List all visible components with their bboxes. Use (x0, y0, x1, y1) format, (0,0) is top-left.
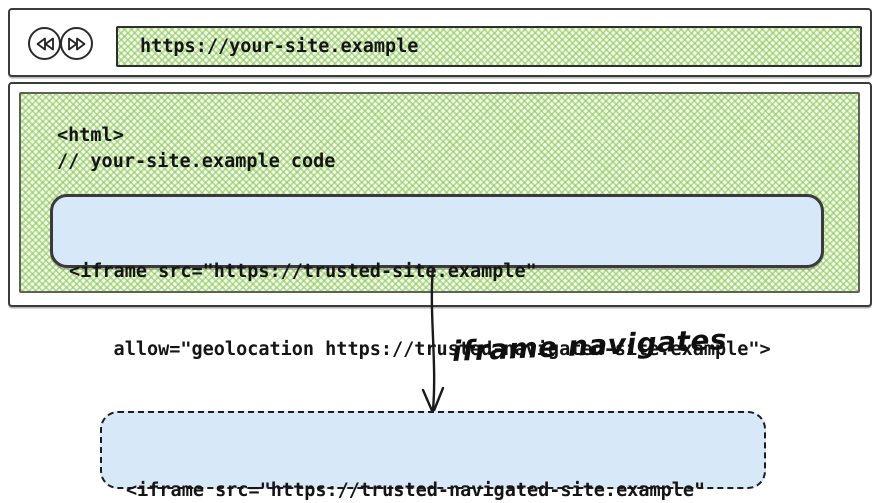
iframe-src-line: <iframe src="https://trusted-site.exampl… (69, 261, 537, 282)
iframe-allow-line: allow="geolocation https://trusted-navig… (69, 339, 771, 360)
browser-window: <html> // your-site.example code <iframe… (8, 82, 872, 360)
browser-toolbar: https://your-site.example (8, 8, 872, 77)
rewind-icon (36, 37, 54, 50)
address-bar: https://your-site.example (116, 26, 862, 67)
code-line-html-tag: <html> (57, 125, 124, 146)
back-button (28, 27, 61, 60)
navigated-iframe-code-box: <iframe src="https://trusted-navigated-s… (100, 411, 766, 501)
navigation-arrow (421, 266, 445, 415)
embedded-iframe-code-box: <iframe src="https://trusted-site.exampl… (50, 194, 824, 360)
page-source-code: <html> // your-site.example code (57, 123, 335, 175)
code-line-site-comment: // your-site.example code (57, 151, 336, 172)
fast-forward-icon (67, 37, 85, 50)
forward-button (60, 27, 93, 60)
your-site-page-area: <html> // your-site.example code <iframe… (19, 92, 860, 360)
navigated-iframe-src-line: <iframe src="https://trusted-navigated-s… (126, 480, 706, 501)
address-bar-url: https://your-site.example (140, 36, 419, 57)
